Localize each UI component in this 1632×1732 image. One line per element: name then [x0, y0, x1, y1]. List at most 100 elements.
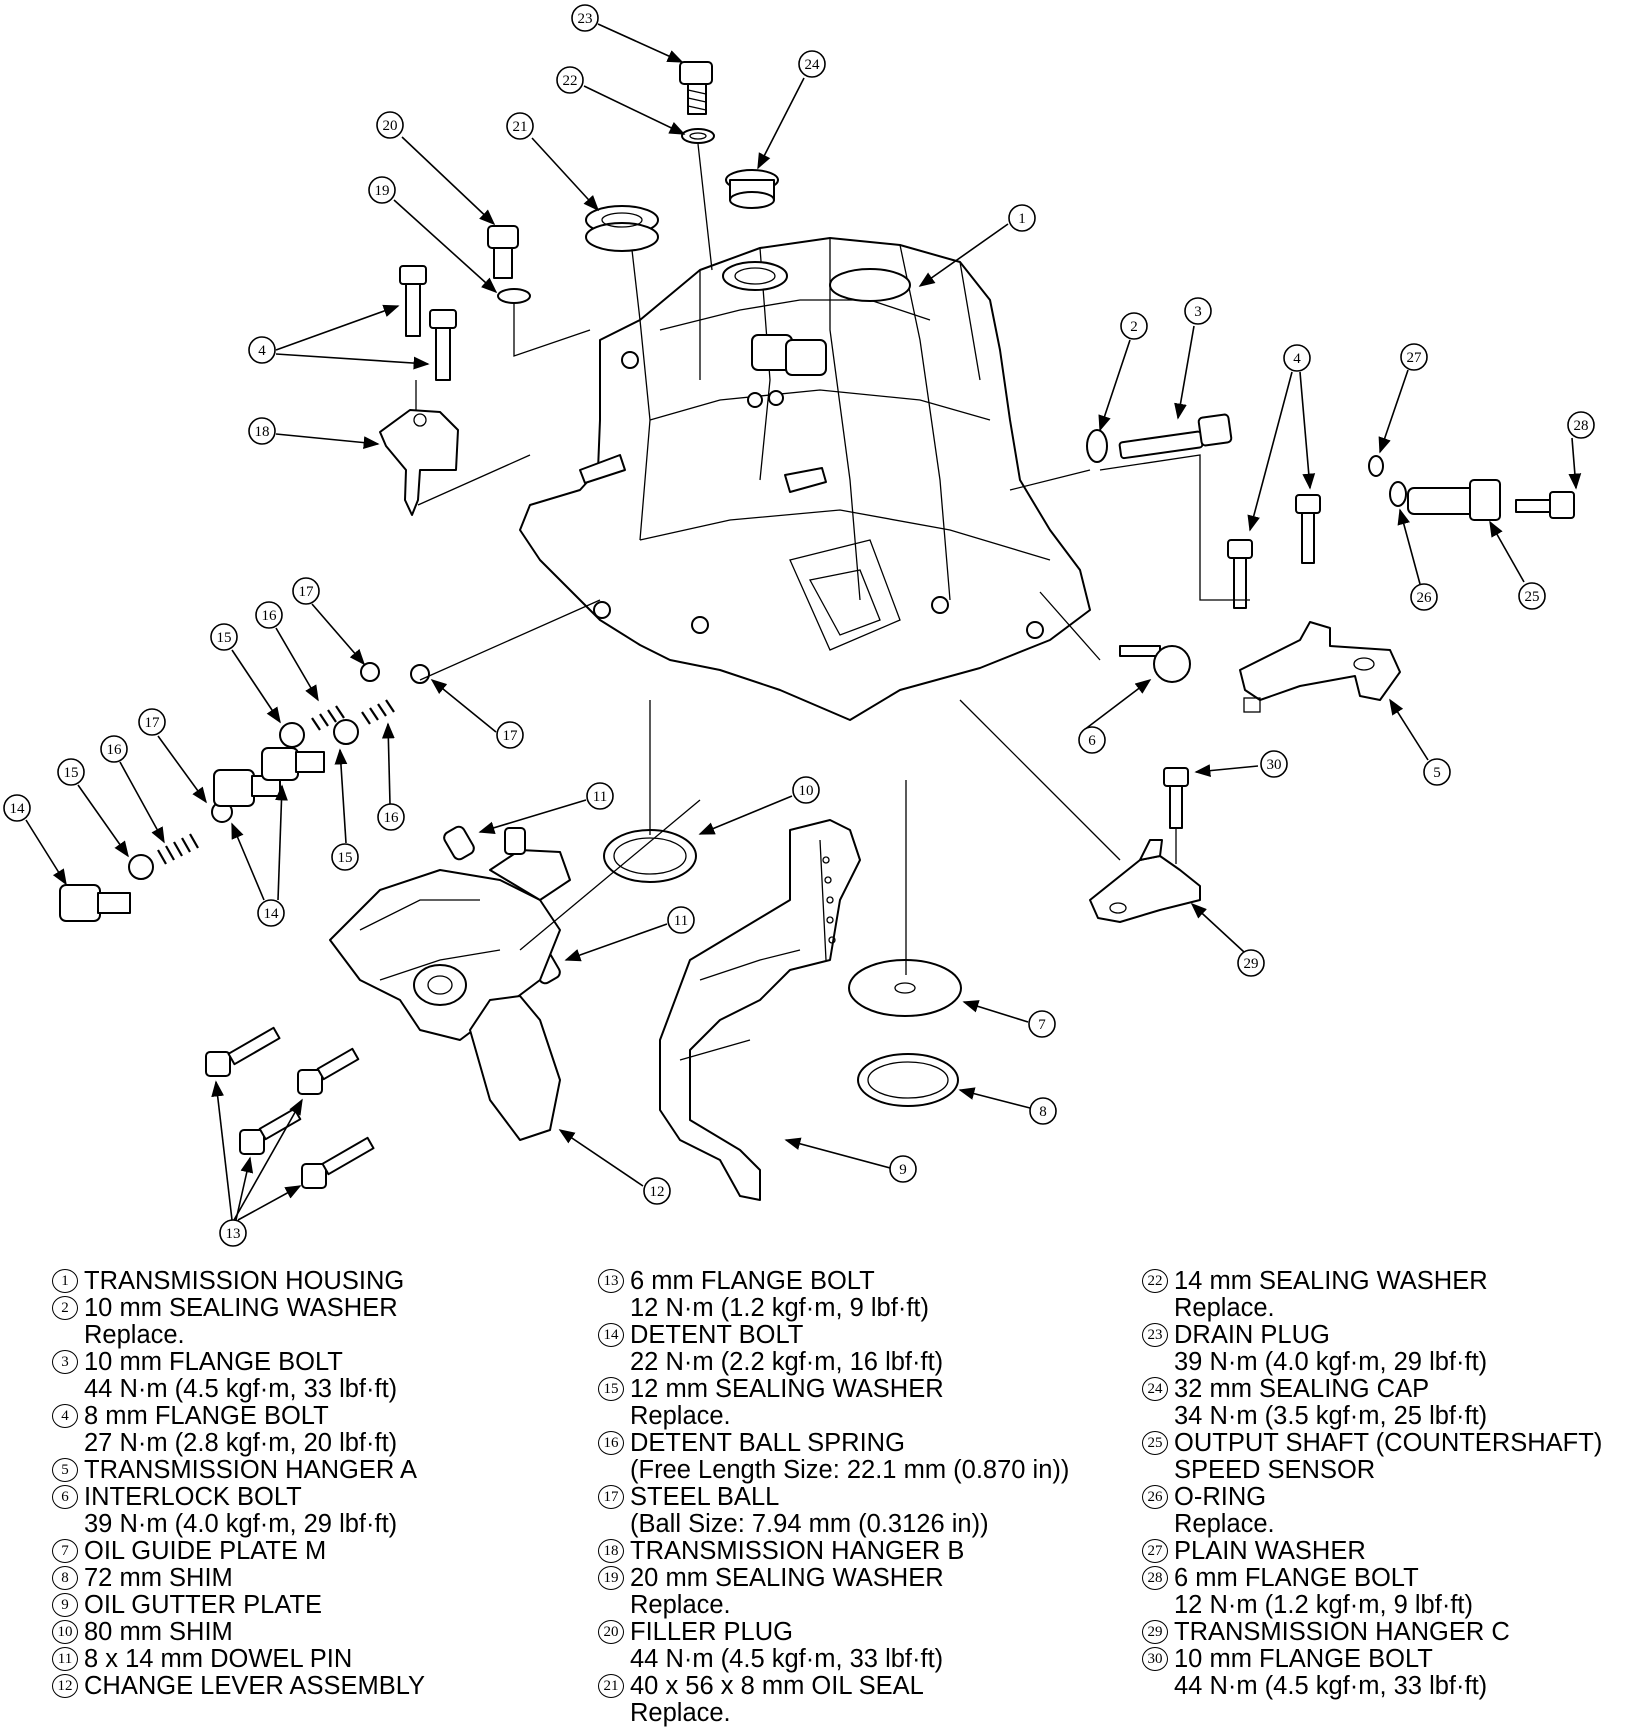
- legend-part-note: Replace.: [1174, 1294, 1275, 1322]
- legend-part-name: DRAIN PLUG: [1174, 1321, 1330, 1349]
- legend-number: 11: [52, 1647, 78, 1671]
- callout-22: 22: [556, 66, 584, 94]
- callout-24: 24: [798, 50, 826, 78]
- detent-assembly-drawing: [59, 662, 430, 922]
- legend-number: 18: [598, 1539, 624, 1563]
- callout-17: 17: [138, 708, 166, 736]
- svg-text:23: 23: [578, 11, 593, 27]
- callout-27: 27: [1400, 343, 1428, 371]
- legend-number: 27: [1142, 1539, 1168, 1563]
- svg-text:17: 17: [145, 715, 161, 731]
- svg-text:16: 16: [107, 742, 123, 758]
- sealing-washer-20mm-drawing: [497, 288, 531, 304]
- callout-11: 11: [667, 906, 695, 934]
- legend-part-note: Replace.: [1174, 1510, 1275, 1538]
- legend-part-name: 8 mm FLANGE BOLT: [84, 1402, 329, 1430]
- legend-part-name: 80 mm SHIM: [84, 1618, 233, 1646]
- legend-part-name: INTERLOCK BOLT: [84, 1483, 302, 1511]
- legend-part-name: 72 mm SHIM: [84, 1564, 233, 1592]
- svg-text:11: 11: [674, 913, 688, 929]
- legend-part-note: Replace.: [630, 1699, 731, 1727]
- callout-26: 26: [1410, 583, 1438, 611]
- svg-text:26: 26: [1417, 590, 1433, 606]
- svg-text:17: 17: [299, 584, 315, 600]
- legend-part-name: DETENT BOLT: [630, 1321, 804, 1349]
- legend-part-note: 34 N·m (3.5 kgf·m, 25 lbf·ft): [1174, 1402, 1488, 1430]
- oil-guide-plate-drawing: [848, 959, 962, 1017]
- callout-17: 17: [292, 577, 320, 605]
- flange-bolts-left-drawing: [399, 265, 457, 381]
- exploded-parts-diagram: 2322242120191234427281826251716151716151…: [3, 4, 1595, 1247]
- legend-part-note: 44 N·m (4.5 kgf·m, 33 lbf·ft): [1174, 1672, 1488, 1700]
- callout-12: 12: [643, 1177, 671, 1205]
- callout-16: 16: [377, 803, 405, 831]
- interlock-bolt-drawing: [1119, 645, 1191, 683]
- callout-18: 18: [248, 417, 276, 445]
- svg-text:19: 19: [375, 183, 390, 199]
- svg-text:6: 6: [1088, 733, 1096, 749]
- legend-part-name: DETENT BALL SPRING: [630, 1429, 905, 1457]
- drain-plug-drawing: [679, 61, 713, 115]
- svg-text:22: 22: [563, 73, 578, 89]
- legend-part-name: 10 mm FLANGE BOLT: [1174, 1645, 1433, 1673]
- legend-number: 15: [598, 1377, 624, 1401]
- legend-part-note: Replace.: [630, 1402, 731, 1430]
- legend-part-name: OUTPUT SHAFT (COUNTERSHAFT): [1174, 1429, 1603, 1457]
- callout-14: 14: [257, 899, 285, 927]
- shim-80mm-drawing: [603, 829, 697, 883]
- svg-text:17: 17: [503, 728, 519, 744]
- legend-part-note: (Free Length Size: 22.1 mm (0.870 in)): [630, 1456, 1070, 1484]
- oil-seal-drawing: [585, 205, 659, 252]
- oil-gutter-plate-drawing: [659, 819, 861, 1201]
- legend-part-name: FILLER PLUG: [630, 1618, 793, 1646]
- legend-number: 9: [52, 1593, 78, 1617]
- svg-text:9: 9: [899, 1162, 907, 1178]
- legend-number: 2: [52, 1296, 78, 1320]
- callout-11: 11: [586, 782, 614, 810]
- callout-13: 13: [219, 1219, 247, 1247]
- transmission-housing-drawing: [519, 237, 1091, 721]
- svg-text:1: 1: [1018, 211, 1026, 227]
- svg-text:28: 28: [1574, 418, 1589, 434]
- legend-part-name: 12 mm SEALING WASHER: [630, 1375, 944, 1403]
- legend-number: 7: [52, 1539, 78, 1563]
- svg-text:12: 12: [650, 1184, 665, 1200]
- legend-number: 12: [52, 1674, 78, 1698]
- legend-number: 30: [1142, 1647, 1168, 1671]
- legend-number: 24: [1142, 1377, 1168, 1401]
- flange-bolts-13-drawing: [205, 1026, 375, 1189]
- svg-text:20: 20: [383, 118, 398, 134]
- svg-text:16: 16: [384, 810, 400, 826]
- callout-5: 5: [1423, 758, 1451, 786]
- legend-number: 20: [598, 1620, 624, 1644]
- change-lever-assembly-drawing: [329, 827, 571, 1141]
- callout-8: 8: [1029, 1097, 1057, 1125]
- flange-bolt-10mm-drawing: [1118, 413, 1233, 460]
- legend-part-name: 40 x 56 x 8 mm OIL SEAL: [630, 1672, 924, 1700]
- transmission-hanger-c-drawing: [1089, 767, 1201, 923]
- legend-number: 25: [1142, 1431, 1168, 1455]
- legend-part-note: 39 N·m (4.0 kgf·m, 29 lbf·ft): [1174, 1348, 1488, 1376]
- svg-text:30: 30: [1267, 757, 1282, 773]
- callout-15: 15: [331, 843, 359, 871]
